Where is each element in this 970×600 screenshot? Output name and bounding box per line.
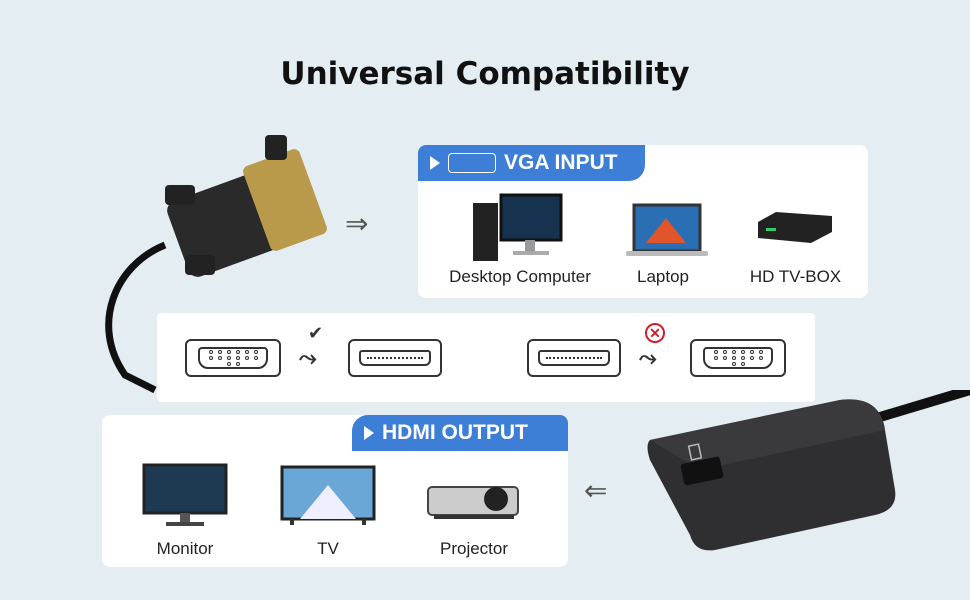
vga-port-icon: [690, 339, 786, 377]
vga-to-hdmi-adapter-image: [647, 390, 970, 551]
tv-box-icon: [758, 212, 832, 243]
signal-arrow-icon: ⤳: [639, 345, 657, 370]
vga-input-label: VGA INPUT: [504, 151, 618, 174]
device-label: TV: [317, 539, 339, 558]
desktop-computer-icon: [473, 193, 563, 261]
hdmi-output-card: HDMI OUTPUT Monitor TV Projector: [102, 415, 568, 567]
hdmi-port-icon: [348, 339, 442, 377]
hdmi-port-icon: [527, 339, 621, 377]
device-label: Monitor: [156, 539, 214, 558]
arrow-right-icon: ⇒: [345, 208, 369, 239]
device-label: HD TV-BOX: [749, 267, 842, 286]
device-label: Projector: [439, 539, 509, 558]
page-title: Universal Compatibility: [280, 56, 690, 92]
signal-arrow-icon: ⤳: [299, 345, 317, 370]
arrow-left-icon: ⇐: [584, 475, 608, 506]
vga-input-card: VGA INPUT Desktop Computer Laptop HD TV-…: [418, 145, 868, 298]
laptop-icon: [626, 203, 708, 256]
cross-icon: ✕: [645, 323, 665, 343]
vga-cable-image: [105, 135, 327, 394]
play-triangle-icon: [364, 426, 374, 440]
vga-input-header: VGA INPUT: [418, 145, 645, 181]
monitor-icon: [142, 463, 228, 526]
projector-icon: [427, 486, 519, 519]
hdmi-output-label: HDMI OUTPUT: [382, 421, 528, 444]
direction-strip: ✔ ⤳ ✕ ⤳: [157, 313, 815, 402]
play-triangle-icon: [430, 156, 440, 170]
hdmi-output-header: HDMI OUTPUT: [352, 415, 568, 451]
vga-port-icon: [185, 339, 281, 377]
vga-port-icon: [448, 153, 496, 173]
tv-icon: [280, 465, 376, 525]
device-label: Desktop Computer: [449, 267, 591, 286]
device-label: Laptop: [637, 267, 689, 286]
check-icon: ✔: [308, 323, 324, 343]
